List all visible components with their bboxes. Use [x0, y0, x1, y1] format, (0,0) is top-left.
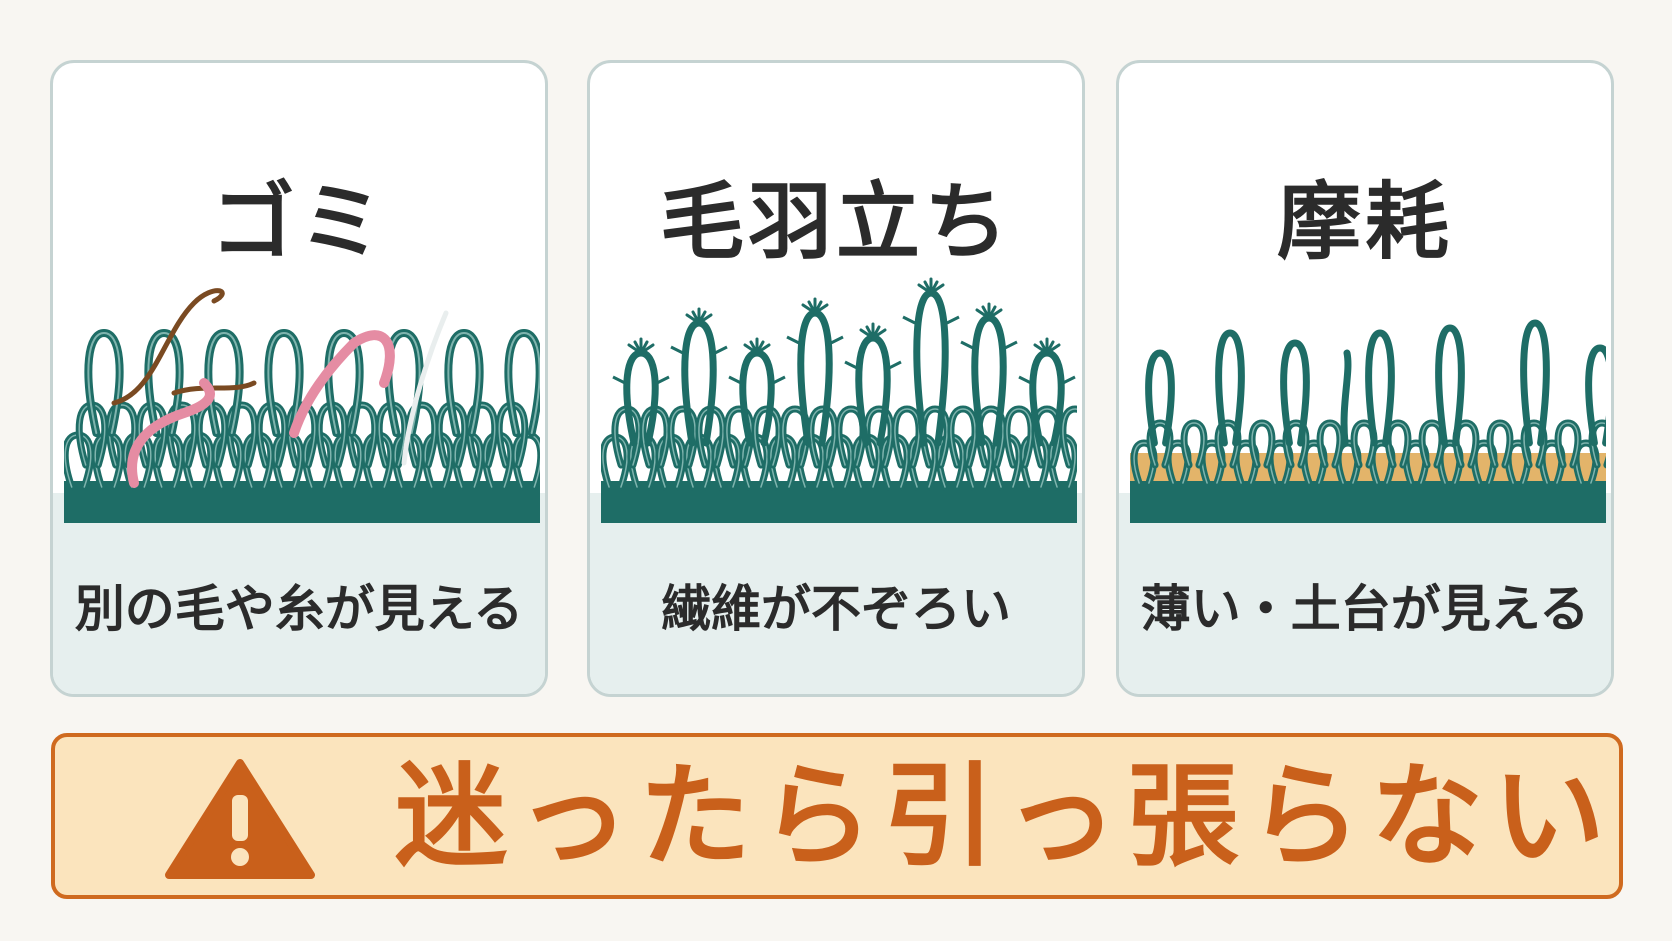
fuzz-strand [844, 360, 858, 370]
fuzz-strand [929, 283, 945, 295]
pink-thread-debris [289, 330, 395, 438]
carpet-worn-illustration [1130, 319, 1606, 523]
frayed-fiber [1029, 349, 1065, 447]
fiber-loop-highlight [894, 408, 920, 466]
fiber-loop-highlight [1319, 422, 1341, 466]
tall-fiber-loop-highlight [87, 331, 121, 434]
thin-fiber-loop [1215, 329, 1245, 447]
panel-caption-area [53, 493, 545, 694]
panel-caption: 繊維が不ぞろい [661, 580, 1011, 638]
tall-fiber-loop-highlight [327, 331, 361, 434]
fiber-loop-highlight [1557, 422, 1579, 466]
tall-fiber-loop-highlight [507, 331, 540, 434]
fiber-loop-highlight [1062, 408, 1077, 466]
fuzz-strand [728, 375, 742, 385]
carpet-debris-illustration [64, 288, 540, 523]
fuzz-strand [1018, 375, 1032, 385]
fuzz-strand [639, 343, 655, 355]
white-thread-debris [401, 310, 449, 466]
fuzz-strand [772, 375, 786, 385]
tall-fiber-loop-highlight [447, 331, 481, 434]
frayed-fiber [797, 309, 833, 447]
frayed-fiber [971, 314, 1007, 447]
carpet-base [601, 481, 1077, 523]
fiber-loop-highlight [950, 408, 976, 466]
fuzz-strand [755, 343, 771, 355]
carpet-base [1130, 481, 1606, 523]
fuzz-strand [612, 375, 626, 385]
tall-fiber-loop-highlight [267, 331, 301, 434]
panel-wear: 摩耗 薄い・土台が見える [1116, 60, 1614, 697]
brown-hair-debris [111, 288, 257, 406]
fiber-loop-highlight [670, 408, 696, 466]
fuzz-strand [670, 345, 684, 355]
pink-thread-debris [127, 378, 215, 488]
frayed-fiber [855, 334, 891, 447]
warning-banner: 迷ったら引っ張らない [51, 733, 1623, 899]
fuzz-strand [656, 375, 670, 385]
warning-icon [165, 759, 315, 879]
panel-title: ゴミ [210, 173, 387, 271]
panel-caption: 別の毛や糸が見える [74, 580, 524, 638]
fuzz-strand [871, 328, 887, 340]
fuzz-strand [1045, 343, 1061, 355]
carpet-fuzzy-illustration [601, 277, 1077, 523]
panel-debris: ゴミ 別の毛や糸が見える [50, 60, 548, 697]
panel-title: 毛羽立ち [659, 173, 1012, 271]
fiber-loop-highlight [1149, 422, 1171, 466]
thin-fiber-loop [1435, 324, 1465, 447]
thin-fiber-loop [1145, 349, 1175, 447]
thin-fiber-loop [1365, 329, 1395, 447]
fuzz-strand [697, 313, 713, 325]
fuzz-strand [987, 308, 1003, 320]
thin-fiber-loop [1520, 319, 1550, 447]
fuzz-strand [813, 303, 829, 315]
panel-fuzz: 毛羽立ち 繊維が不ぞろい [587, 60, 1085, 697]
fiber-loop-highlight [1006, 408, 1032, 466]
fuzz-strand [830, 335, 844, 345]
frayed-fiber [913, 289, 949, 447]
fuzz-strand [946, 315, 960, 325]
thin-fiber-loop [1585, 344, 1606, 447]
fuzz-strand [960, 340, 974, 350]
panel-caption-area [590, 493, 1082, 694]
warning-text: 迷ったら引っ張らない [395, 752, 1615, 882]
thin-fiber-loop [1280, 339, 1310, 447]
fuzz-strand [714, 345, 728, 355]
broken-fiber [1340, 349, 1352, 447]
panel-caption: 薄い・土台が見える [1140, 580, 1590, 638]
fuzz-strand [786, 335, 800, 345]
panel-caption-area [1119, 493, 1611, 694]
fiber-loop-highlight [1251, 422, 1273, 466]
tall-fiber-loop-highlight [147, 331, 181, 434]
fuzz-strand [888, 360, 902, 370]
fuzz-strand [1004, 340, 1018, 350]
panel-title: 摩耗 [1276, 173, 1453, 271]
fiber-loop-highlight [1489, 422, 1511, 466]
fuzz-strand [902, 315, 916, 325]
fiber-loop-highlight [1183, 422, 1205, 466]
fuzz-strand [1062, 375, 1076, 385]
